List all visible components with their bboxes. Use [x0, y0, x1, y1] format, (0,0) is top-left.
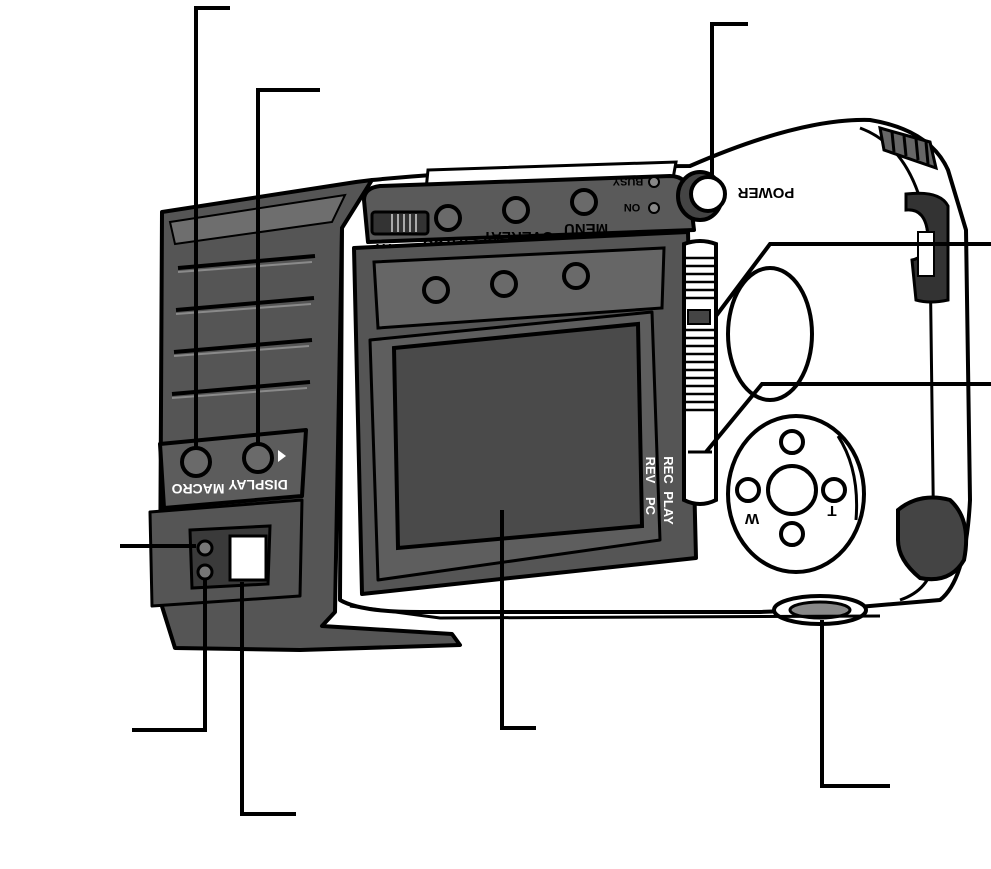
callout-lines [120, 6, 991, 816]
viewfinder-window [228, 534, 268, 582]
busy-label: BUSY [612, 175, 643, 187]
rear-oval-window [726, 266, 814, 402]
power-label: POWER [738, 184, 795, 201]
zoom-w-label: W [744, 510, 759, 527]
callout-mode-dial-upper [714, 242, 991, 318]
mode-rev-label: REV [643, 457, 658, 484]
status-button[interactable] [434, 204, 462, 232]
dial-marker [687, 309, 711, 325]
on-label: ON [624, 201, 641, 213]
indicator-lamp-upper [196, 539, 214, 557]
power-control: POWER [676, 170, 795, 222]
macro-display-panel: MACRO DISPLAY [158, 428, 308, 510]
on-lamp [648, 202, 660, 214]
hand-strap [896, 495, 969, 582]
macro-label: MACRO [171, 481, 224, 497]
mode-rec-label: REC [661, 456, 676, 484]
callout-lcd [500, 510, 536, 730]
down-button[interactable] [779, 521, 805, 547]
zoom-wide-button[interactable] [735, 477, 761, 503]
display-button[interactable] [242, 442, 274, 474]
callout-tripod [820, 620, 890, 788]
center-button[interactable] [766, 464, 818, 516]
function-button-1[interactable] [422, 276, 450, 304]
callout-viewfinder [240, 582, 296, 816]
callout-lamp-lower [132, 578, 207, 732]
zoom-tele-button[interactable] [821, 477, 847, 503]
menu-button[interactable] [570, 188, 598, 216]
power-button[interactable] [689, 175, 727, 213]
callout-display [256, 88, 320, 444]
bright-slider[interactable] [370, 210, 430, 236]
tripod-socket [772, 594, 868, 626]
display-label: DISPLAY [228, 477, 288, 493]
indicator-lamp-lower [196, 563, 214, 581]
callout-mode-dial-lower [704, 382, 991, 454]
zoom-t-label: T [827, 502, 836, 519]
busy-lamp [648, 176, 660, 188]
mode-pc-label: PC [643, 497, 658, 516]
overlay-button[interactable] [502, 196, 530, 224]
up-button[interactable] [779, 429, 805, 455]
top-ridges [878, 125, 939, 171]
viewfinder-panel [148, 498, 304, 608]
mode-play-label: PLAY [661, 491, 676, 525]
macro-button[interactable] [180, 446, 212, 478]
menu-label: MENU [564, 220, 608, 237]
callout-power [710, 22, 748, 176]
mode-labels: REC REV PLAY PC [643, 456, 676, 525]
callout-macro [194, 6, 230, 448]
lcd-screen [391, 321, 645, 551]
zoom-control-pad: W T [726, 414, 866, 574]
dial-ridges [686, 256, 714, 412]
function-button-3[interactable] [562, 262, 590, 290]
function-button-2[interactable] [490, 270, 518, 298]
display-arrow-icon [278, 450, 286, 462]
lcd-frame [352, 230, 698, 596]
mode-dial[interactable] [682, 239, 718, 506]
